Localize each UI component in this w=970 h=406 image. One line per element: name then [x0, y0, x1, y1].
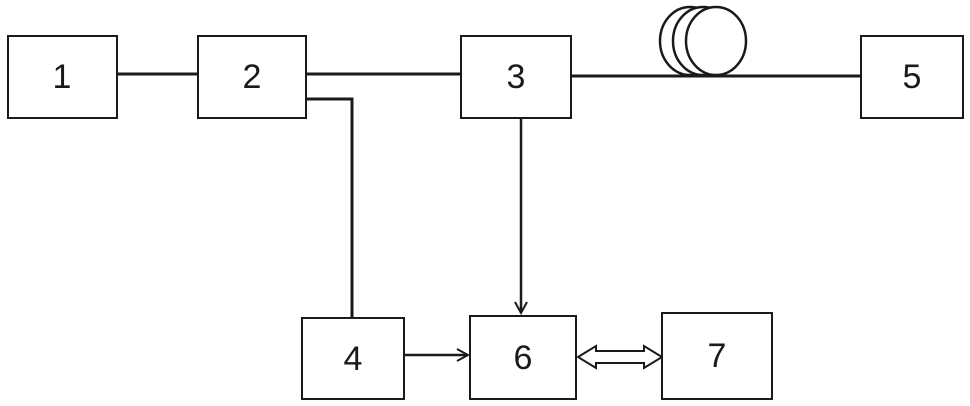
box-7: 7 [662, 313, 772, 399]
fiber-coil-icon [660, 7, 746, 75]
box-5: 5 [861, 36, 963, 118]
box-1-label: 1 [53, 58, 72, 96]
box-7-label: 7 [708, 337, 727, 375]
box-4-label: 4 [344, 340, 363, 378]
box-3-label: 3 [507, 58, 526, 96]
box-4: 4 [302, 318, 404, 399]
box-6-label: 6 [514, 339, 533, 377]
box-2: 2 [198, 36, 306, 118]
double-arrow-6-7 [578, 346, 662, 368]
box-2-label: 2 [243, 58, 262, 96]
link-2-4 [306, 99, 352, 318]
box-6: 6 [470, 316, 576, 399]
box-3: 3 [461, 36, 571, 118]
box-5-label: 5 [903, 58, 922, 96]
box-1: 1 [8, 36, 117, 118]
